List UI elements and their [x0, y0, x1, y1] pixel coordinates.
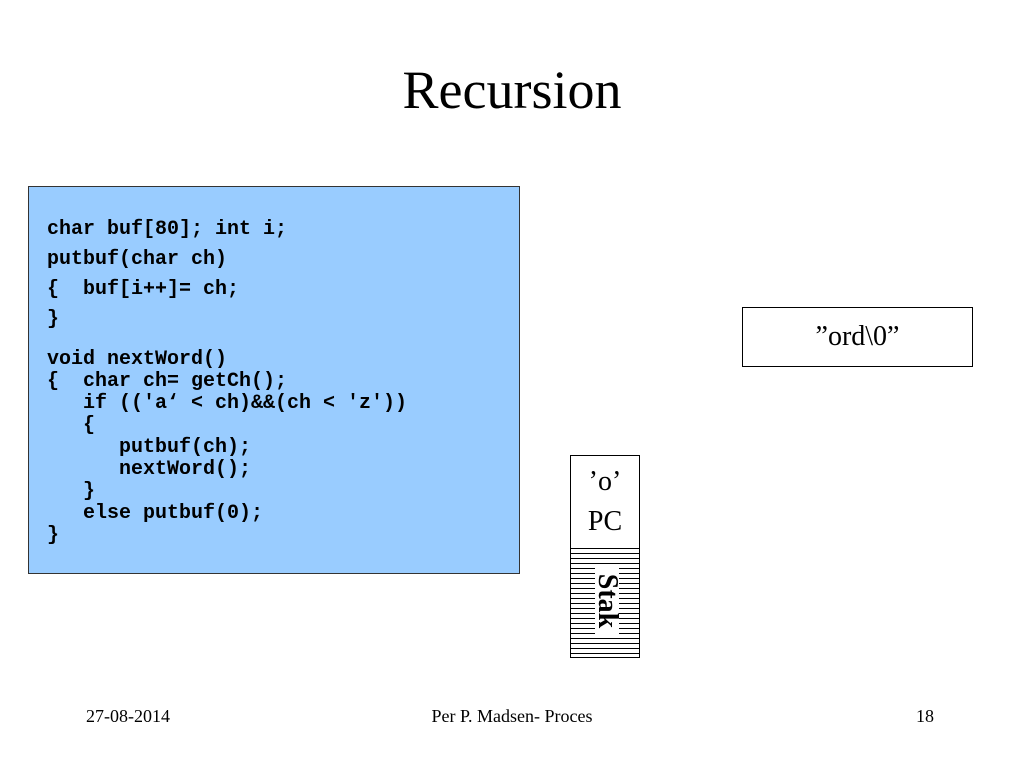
code-line: { char ch= getCh();: [47, 370, 288, 393]
stack-char-value: ’o’: [588, 466, 622, 497]
code-box: char buf[80]; int i; putbuf(char ch) { buf…: [28, 186, 520, 574]
buffer-string-box: ”ord\0”: [742, 307, 973, 367]
footer-page-number: 18: [916, 706, 934, 726]
code-line: else putbuf(0);: [47, 502, 264, 525]
code-line: putbuf(char ch): [47, 248, 228, 271]
buffer-string: ”ord\0”: [815, 321, 900, 352]
code-line: if (('a‘ < ch)&&(ch < 'z')): [47, 392, 408, 415]
code-line: { buf[i++]= ch;: [47, 278, 240, 301]
code-line: char buf[80]; int i;: [47, 218, 288, 241]
code-line: }: [47, 308, 60, 331]
code-line: }: [47, 480, 96, 503]
footer-author: Per P. Madsen- Proces: [431, 706, 593, 726]
code-line: }: [47, 524, 60, 547]
slide-title: Recursion: [402, 60, 622, 120]
code-line: putbuf(ch);: [47, 436, 252, 459]
code-line: void nextWord(): [47, 348, 228, 371]
stack-diagram: ’o’ PC Stak: [570, 455, 640, 658]
stack-label: Stak: [592, 573, 623, 629]
stack-pc-label: PC: [587, 506, 623, 537]
code-line: nextWord();: [47, 458, 252, 481]
code-listing: char buf[80]; int i; putbuf(char ch) { buf…: [47, 215, 407, 547]
stack-label-box: Stak: [592, 566, 623, 636]
code-line: {: [47, 414, 96, 437]
footer-date: 27-08-2014: [86, 706, 170, 726]
